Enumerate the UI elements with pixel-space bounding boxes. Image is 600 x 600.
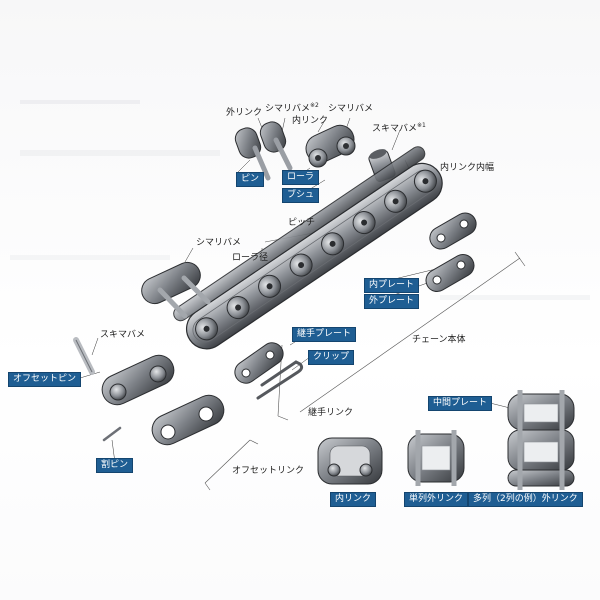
label-inner-width: 内リンク内幅 xyxy=(440,163,495,173)
callout-middle-plate: 中間プレート xyxy=(428,396,493,411)
label-outer-link: 外リンク xyxy=(226,108,263,118)
exploded-outer-link xyxy=(234,121,293,181)
loose-plates xyxy=(425,212,477,292)
label-inner-link: 内リンク xyxy=(292,116,329,126)
label-slip-fit: スキマバメ※1 xyxy=(372,120,426,135)
label-chain-body: チェーン本体 xyxy=(412,335,466,345)
label-slip-fit-note: ※1 xyxy=(417,122,426,129)
callout-clip: クリップ xyxy=(308,350,355,365)
callout-bush: ブシュ xyxy=(282,188,320,203)
loose-outer-link xyxy=(141,261,211,319)
callout-single-outer-link: 単列外リンク xyxy=(404,492,469,507)
multi-outer-link-illustration xyxy=(507,390,575,490)
label-spring-clip-1: シマリバメ※2 xyxy=(265,100,319,115)
offset-link-assembly xyxy=(101,354,225,446)
callout-cotter-pin: 割ピン xyxy=(96,458,134,473)
background-streaks xyxy=(10,100,590,300)
callout-connecting-plate: 継手プレート xyxy=(292,327,357,342)
callout-pin: ピン xyxy=(236,172,265,187)
label-connecting-link: 継手リンク xyxy=(308,408,354,418)
exploded-inner-link xyxy=(305,124,356,168)
chain-body-dimension-line xyxy=(299,257,521,413)
offset-pin xyxy=(73,337,95,375)
label-spring-clip-1-text: シマリバメ xyxy=(265,104,311,114)
callout-inner-link: 内リンク xyxy=(330,492,377,507)
label-pitch: ピッチ xyxy=(288,218,316,228)
inner-link-illustration xyxy=(317,437,383,485)
label-roller-dia: ローラ径 xyxy=(232,253,269,263)
label-spring-clip-3: シマリバメ xyxy=(196,238,242,248)
callout-inner-plate: 内プレート xyxy=(364,278,420,293)
offset-link-dimension-line xyxy=(204,439,251,484)
connecting-plate-and-clip xyxy=(234,342,304,400)
label-slip-fit-2: スキマバメ xyxy=(100,330,146,340)
cotter-pin xyxy=(102,426,122,442)
callout-roller: ローラ xyxy=(282,170,320,185)
main-chain xyxy=(173,146,443,350)
callout-outer-plate: 外プレート xyxy=(364,294,420,309)
callout-multi-outer-link: 多列（2列の例）外リンク xyxy=(468,492,583,507)
label-spring-clip-2: シマリバメ xyxy=(328,104,374,114)
label-spring-clip-1-note: ※2 xyxy=(310,102,319,109)
label-slip-fit-text: スキマバメ xyxy=(372,124,418,134)
single-outer-link-illustration xyxy=(407,430,465,486)
callout-offset-pin: オフセットピン xyxy=(8,372,82,387)
label-offset-link: オフセットリンク xyxy=(232,466,305,476)
